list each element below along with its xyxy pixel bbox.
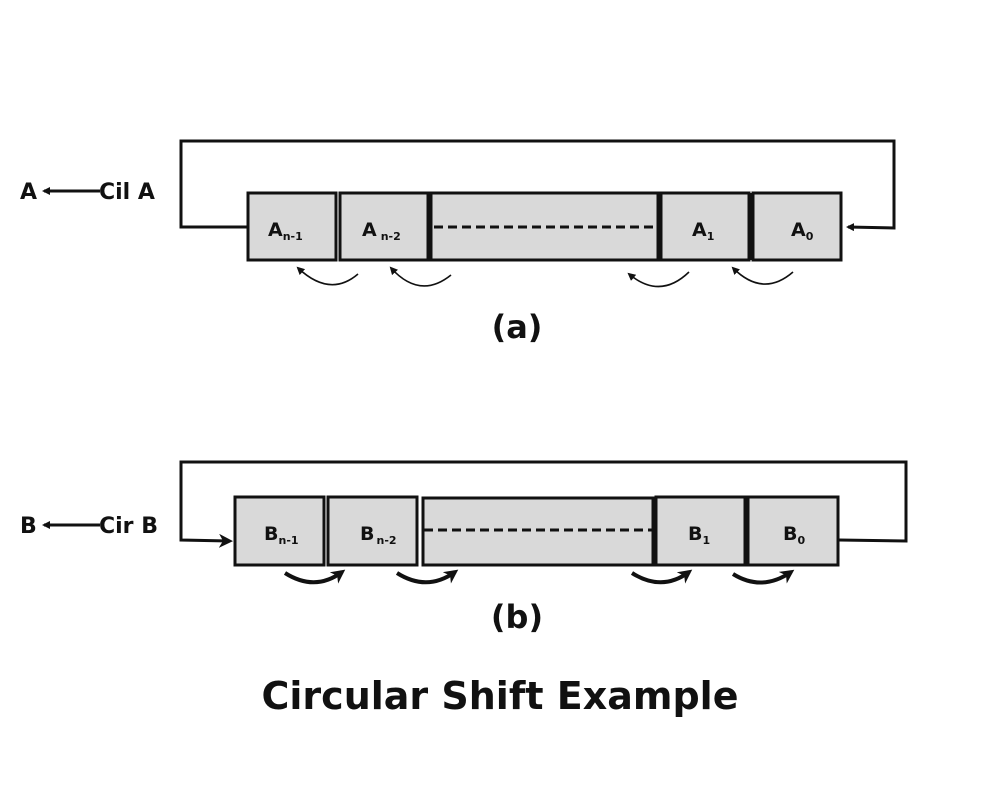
- cell-label-a-0: A0: [791, 219, 814, 243]
- cell-label-b-0: B0: [783, 523, 805, 547]
- shift-arrow-a: [296, 266, 359, 286]
- shift-arrow-b: [630, 569, 693, 585]
- diagram-title: Circular Shift Example: [262, 674, 739, 718]
- shift-arrow-b: [283, 569, 346, 585]
- shift-arrow-b: [731, 569, 795, 585]
- cell-a-0: [751, 191, 843, 262]
- feedback-wire-a: [179, 139, 896, 232]
- shift-arrow-b: [395, 569, 459, 585]
- cell-label-a-n-1: An-1: [268, 219, 303, 243]
- shift-arrow-a: [731, 266, 794, 285]
- shift-arrow-a: [389, 266, 452, 287]
- cell-b-1: [654, 495, 747, 567]
- caption-a: (a): [492, 308, 543, 346]
- cell-b-0: [746, 495, 840, 567]
- output-label-a: A: [20, 180, 37, 205]
- cell-label-b-n-1: Bn-1: [264, 523, 299, 547]
- cell-a-n-1: [246, 191, 338, 262]
- cell-label-b-1: B1: [688, 523, 710, 547]
- cell-b-n-1: [233, 495, 326, 567]
- cell-a-n-2: [338, 191, 430, 262]
- feedback-wire-b: [179, 460, 908, 548]
- output-label-b: B: [20, 514, 37, 539]
- cell-label-a-1: A1: [692, 219, 714, 243]
- cell-b-n-2: [326, 495, 419, 567]
- shift-arrow-a: [627, 271, 690, 288]
- control-label-a: Cil A: [99, 180, 155, 205]
- caption-b: (b): [491, 598, 543, 636]
- control-label-b: Cir B: [99, 514, 158, 539]
